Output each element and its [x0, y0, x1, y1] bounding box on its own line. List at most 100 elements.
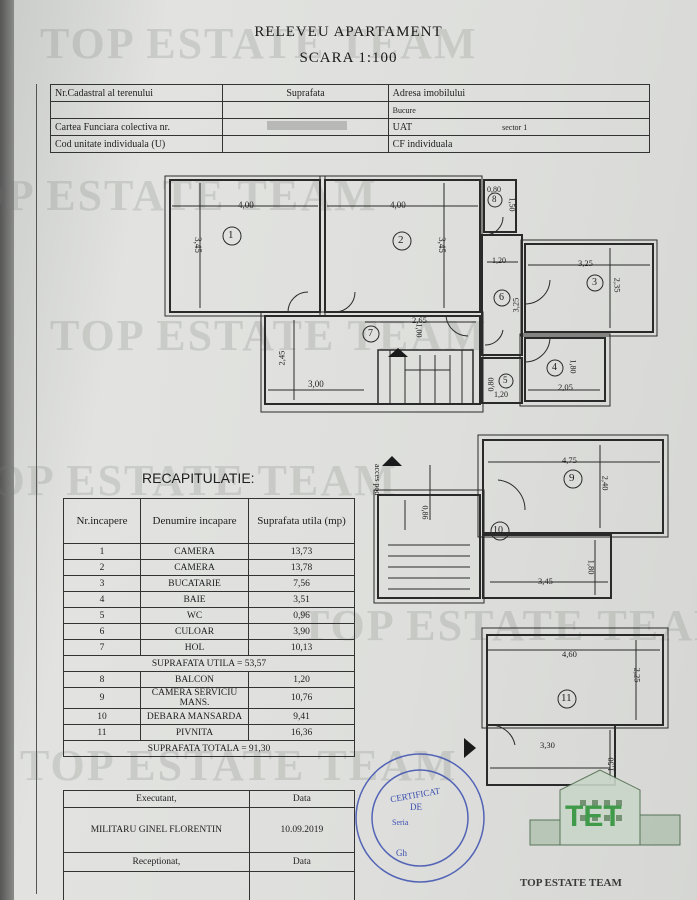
page-shadow [0, 0, 14, 900]
room-area: 13,73 [248, 543, 355, 560]
room-number: 1 [228, 229, 234, 241]
property-info-table: Nr.Cadastral al terenului Suprafata Adre… [49, 84, 651, 153]
dimension-label: 2,45 [276, 350, 287, 366]
dimension-label: 3,45 [192, 237, 203, 253]
room-nr: 1 [63, 543, 141, 560]
total-area: SUPRAFATA TOTALA = 91,30 [63, 740, 355, 757]
room-nr: 11 [63, 724, 141, 741]
dimension-label: 0,80 [487, 185, 501, 194]
stamp-text: DE [410, 802, 422, 812]
room-number: 8 [492, 194, 497, 204]
logo-building [529, 769, 681, 846]
room-area: 10,76 [248, 687, 355, 709]
dimension-label: 3,25 [578, 258, 593, 268]
useful-total: SUPRAFATA UTILA = 53,57 [63, 655, 355, 672]
room-name: BALCON [139, 671, 250, 688]
uat-label: UAT [392, 121, 413, 133]
dimension-label: 2,05 [558, 382, 573, 392]
dimension-label: 1,50 [507, 197, 517, 212]
empty-cell [248, 871, 356, 900]
dimension-label: 2,35 [612, 277, 623, 293]
page-border [36, 84, 37, 894]
col-area-header: Suprafata utila (mp) [248, 498, 355, 544]
total-row: SUPRAFATA TOTALA = 91,30 [63, 740, 355, 757]
col-name-header: Denumire incapare [139, 498, 250, 544]
room-number: 5 [503, 375, 508, 385]
room-number: 4 [552, 362, 557, 373]
dimension-label: 3,45 [436, 237, 447, 253]
dimension-label: 1,00 [414, 323, 424, 338]
room-nr: 8 [63, 671, 141, 688]
room-area: 3,51 [248, 591, 355, 608]
room-nr: 2 [63, 559, 141, 576]
empty-cell [222, 135, 389, 153]
room-number: 11 [561, 692, 572, 704]
dimension-label: 2,25 [632, 667, 643, 683]
receptionat-label: Receptionat, [63, 852, 250, 872]
stamp-text: Seria [392, 818, 409, 827]
dimension-label: 4,00 [390, 200, 406, 210]
room-name: PIVNITA [139, 724, 250, 741]
dimension-label: 4,60 [562, 649, 577, 659]
room-nr: 10 [63, 708, 141, 725]
dimension-label: 3,00 [308, 379, 324, 389]
room-number: 3 [592, 277, 597, 288]
cf-label: CF individuala [387, 135, 651, 153]
room-area: 16,36 [248, 724, 355, 741]
dimension-label: 1,20 [492, 256, 506, 265]
room-number: 9 [569, 472, 575, 484]
empty-cell [63, 871, 250, 900]
logo-text: TOP ESTATE TEAM [520, 877, 622, 889]
room-name: CAMERA [139, 559, 250, 576]
room-number: 7 [368, 328, 373, 339]
room-area: 7,56 [248, 575, 355, 592]
useful-total-row: SUPRAFATA UTILA = 53,57 [63, 655, 355, 672]
document-title: RELEVEU APARTAMENT [254, 24, 443, 40]
room-name: CULOAR [139, 623, 250, 640]
recap-table: Nr.incapere Denumire incapare Suprafata … [63, 498, 355, 757]
dimension-label: 2,40 [600, 475, 611, 491]
stamp-text: Gh [396, 848, 407, 858]
room-area: 3,90 [248, 623, 355, 640]
room-area: 10,13 [248, 639, 355, 656]
date-label: Data [248, 852, 356, 872]
room-name: CAMERA SERVICIU MANS. [139, 687, 250, 709]
room-nr: 7 [63, 639, 141, 656]
room-name: DEBARA MANSARDA [139, 708, 250, 725]
room-nr: 3 [63, 575, 141, 592]
dimension-label: 1,50 [606, 757, 616, 772]
document-scale: SCARA 1:100 [299, 50, 398, 66]
access-label: acces pod [373, 464, 382, 496]
room-name: HOL [139, 639, 250, 656]
unit-code-label: Cod unitate individuala (U) [49, 135, 224, 153]
room-nr: 4 [63, 591, 141, 608]
sector-value: sector 1 [502, 122, 528, 132]
dimension-label: 1,80 [586, 559, 597, 575]
dimension-label: 1,20 [494, 390, 508, 399]
dimension-label: 4,00 [238, 200, 254, 210]
room-number: 2 [398, 234, 404, 246]
logo-initials: TET [565, 800, 622, 833]
room-name: BUCATARIE [139, 575, 250, 592]
date-label: Data [248, 790, 356, 808]
room-number: 6 [499, 292, 504, 303]
room-name: WC [139, 607, 250, 624]
dimension-label: 1,80 [568, 359, 578, 374]
dimension-label: 4,75 [562, 455, 577, 465]
dimension-label: 3,25 [510, 297, 521, 313]
dimension-label: 3,45 [538, 576, 553, 586]
room-area: 0,96 [248, 607, 355, 624]
dimension-label: 0,86 [420, 505, 430, 520]
executant-name: MILITARU GINEL FLORENTIN [63, 807, 250, 853]
